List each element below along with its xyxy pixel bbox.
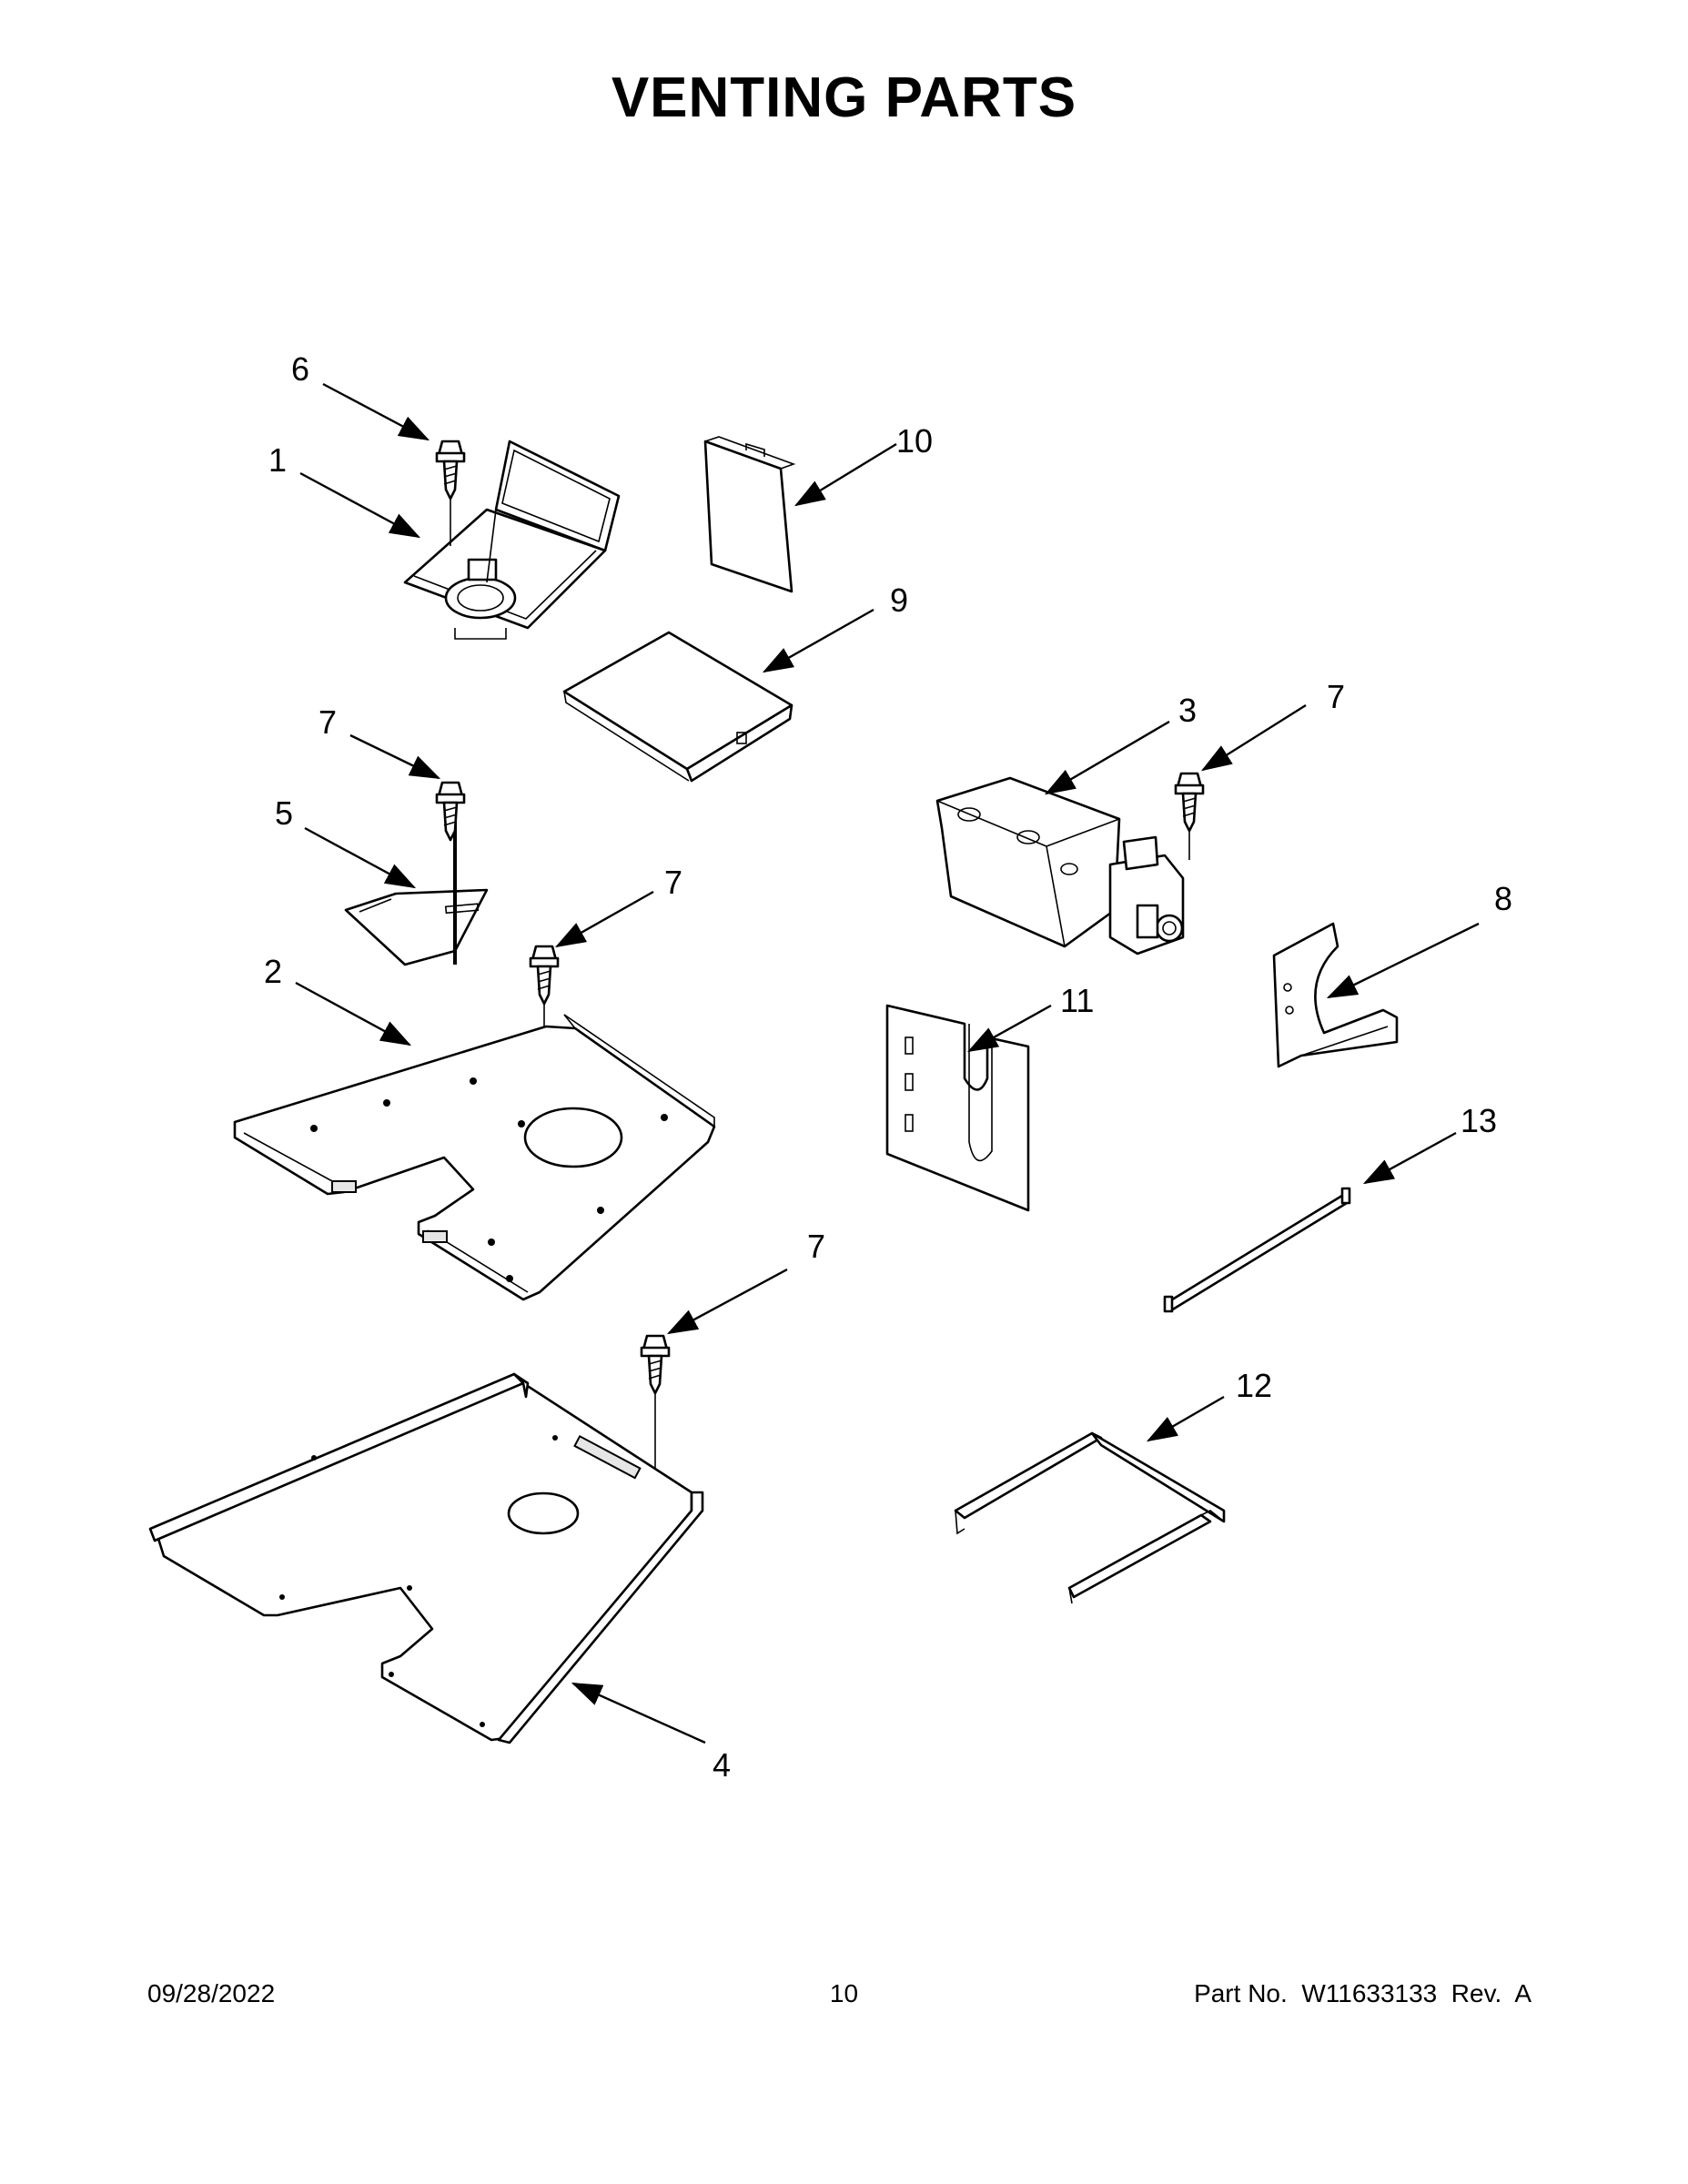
callout-leaders: [295, 382, 1480, 1744]
screw-7a: [435, 781, 466, 842]
screw-7b: [529, 945, 560, 1030]
part-1-vent-duct: [403, 440, 621, 640]
callout-9: 9: [890, 581, 908, 619]
screw-7c: [1174, 772, 1205, 860]
callout-2: 2: [264, 953, 282, 990]
callout-13: 13: [1461, 1102, 1497, 1139]
callout-5: 5: [275, 794, 293, 832]
callout-11: 11: [1060, 982, 1094, 1019]
footer-part-number: Part No. W11633133 Rev. A: [1194, 1979, 1531, 2007]
callout-3: 3: [1178, 692, 1197, 729]
part-13-strip: [1163, 1187, 1351, 1313]
callout-7: 7: [807, 1228, 825, 1265]
part-2-plate: [233, 1014, 716, 1301]
callout-numbers: 6 1 10 9 7 3 7 5 7 2 8 11 13 7 12 4: [264, 350, 1512, 1784]
part-11-u-plate: [885, 1004, 1030, 1212]
callout-10: 10: [896, 422, 933, 460]
callout-1: 1: [268, 441, 287, 479]
callout-4: 4: [713, 1746, 731, 1784]
callout-7: 7: [664, 864, 682, 901]
callout-8: 8: [1494, 880, 1512, 917]
part-3-gas-valve: [935, 776, 1185, 956]
callout-7: 7: [318, 703, 337, 741]
part-8-bracket: [1272, 922, 1399, 1068]
footer-page-number: 10: [829, 1979, 859, 2007]
part-5-plate: [344, 819, 489, 966]
part-6-screw: [435, 440, 466, 546]
callout-12: 12: [1236, 1367, 1272, 1404]
page-title: VENTING PARTS: [611, 66, 1077, 129]
callout-6: 6: [291, 350, 309, 388]
part-4-plate: [148, 1372, 704, 1744]
part-9-tray: [562, 631, 793, 783]
footer-date: 09/28/2022: [147, 1979, 276, 2007]
callout-7: 7: [1327, 678, 1345, 715]
part-12-frame: [954, 1431, 1226, 1604]
part-10-panel: [703, 436, 796, 593]
